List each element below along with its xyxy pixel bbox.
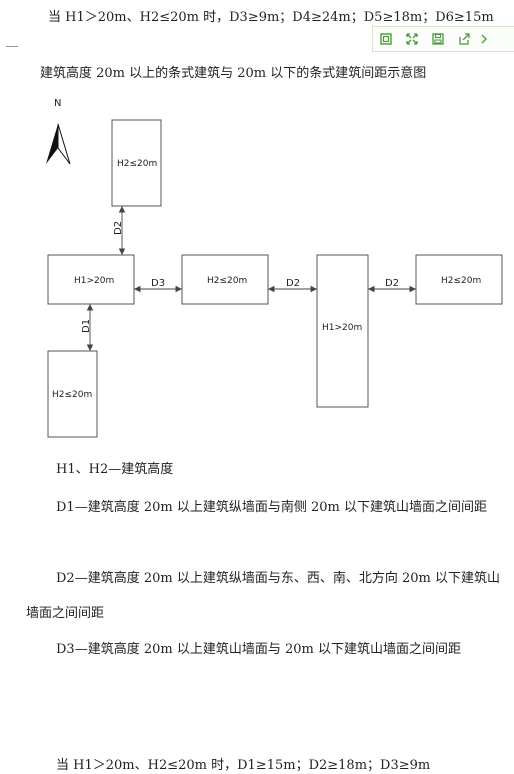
spacing-diagram: N H2≤20m H1>20m H2≤20m H1>20m H2≤20m H2≤… [46, 98, 503, 438]
north-arrow-icon [46, 123, 71, 165]
building-left-label: H1>20m [74, 276, 114, 286]
left-margin-mark [6, 46, 18, 47]
building-top-label: H2≤20m [117, 159, 157, 169]
top-condition-line: 当 H1＞20m、H2≤20m 时，D3≥9m；D4≥24m；D5≥18m；D6… [48, 10, 494, 25]
building-bottom [47, 350, 98, 438]
more-icon[interactable] [477, 28, 491, 50]
window-icon[interactable] [373, 28, 399, 50]
dim-label-d2-right: D2 [385, 278, 399, 289]
building-right-label: H2≤20m [441, 276, 481, 286]
diagram-caption: 建筑高度 20m 以上的条式建筑与 20m 以下的条式建筑间距示意图 [40, 66, 427, 81]
building-top [111, 119, 162, 207]
dim-label-d1: D1 [81, 319, 92, 333]
dim-label-d3: D3 [151, 278, 165, 289]
dim-label-d2-mid: D2 [286, 278, 300, 289]
dim-label-d2-vertical: D2 [113, 221, 124, 235]
legend-d2: D2—建筑高度 20m 以上建筑纵墙面与东、西、南、北方向 20m 以下建筑山墙… [26, 571, 500, 621]
building-left [47, 254, 135, 305]
building-tall [316, 254, 369, 408]
bottom-condition-line: 当 H1＞20m、H2≤20m 时，D1≥15m；D2≥18m；D3≥9m [56, 758, 431, 773]
building-bottom-label: H2≤20m [52, 390, 92, 400]
legend-d3: D3—建筑高度 20m 以上建筑山墙面与 20m 以下建筑山墙面之间间距 [56, 642, 461, 657]
expand-icon[interactable] [399, 28, 425, 50]
building-right [415, 254, 503, 305]
building-mid-label: H2≤20m [207, 276, 247, 286]
building-tall-label: H1>20m [322, 323, 362, 333]
north-label: N [54, 98, 61, 109]
building-mid [181, 254, 269, 305]
legend-d1: D1—建筑高度 20m 以上建筑纵墙面与南侧 20m 以下建筑山墙面之间间距 [56, 500, 487, 515]
save-icon[interactable] [425, 28, 451, 50]
share-icon[interactable] [451, 28, 477, 50]
floating-toolbar [372, 26, 514, 52]
legend-height: H1、H2—建筑高度 [56, 462, 174, 477]
